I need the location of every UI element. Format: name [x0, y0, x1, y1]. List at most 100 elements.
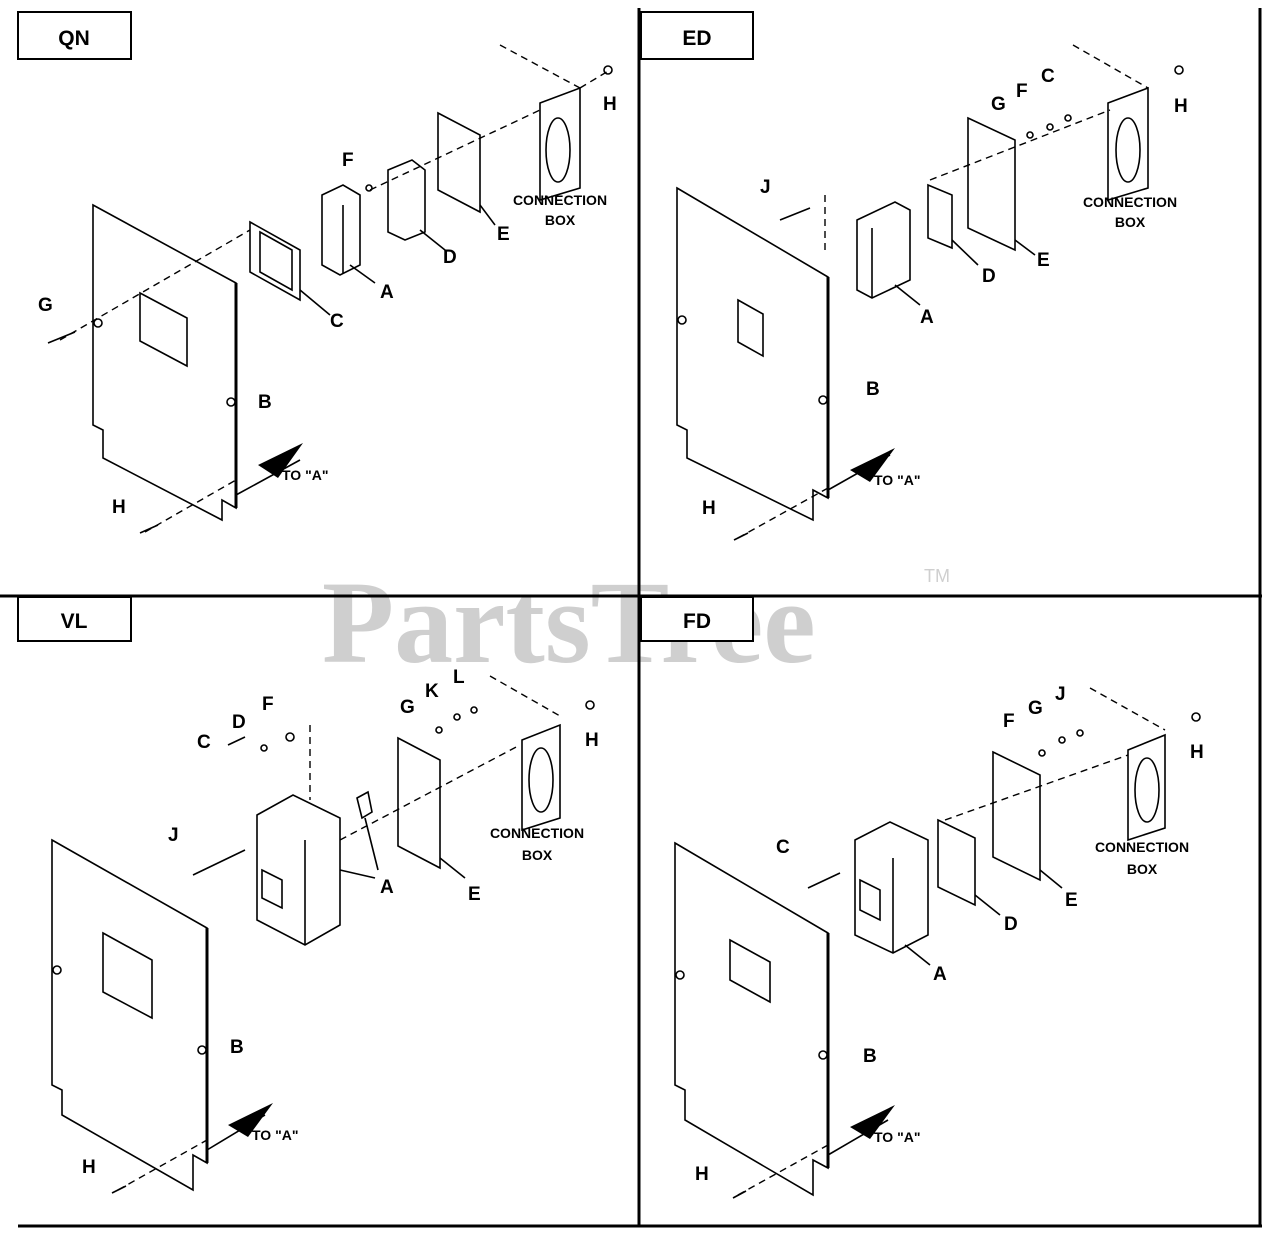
leader-line — [951, 239, 979, 266]
door-hole — [818, 395, 828, 405]
screw-c — [807, 872, 841, 889]
screw-j — [779, 207, 811, 221]
box-outline — [489, 675, 561, 717]
callout-d: D — [443, 247, 457, 268]
connection-box-opening — [545, 117, 571, 183]
callout-b: B — [863, 1046, 877, 1067]
panel-tab-label: ED — [682, 27, 711, 50]
door-window — [139, 291, 188, 368]
callout-g: G — [38, 295, 53, 316]
callout-c: C — [776, 837, 790, 858]
mounting-plate — [397, 736, 441, 870]
panel-fd: FD TO "A" A B C D — [640, 596, 1204, 1199]
breaker — [854, 821, 929, 954]
leader-line — [1014, 239, 1036, 256]
panel-tab-fd — [640, 596, 754, 642]
leader-line — [349, 264, 376, 284]
box-outline — [1089, 687, 1166, 731]
washer-g — [1058, 736, 1066, 744]
door-window — [729, 938, 771, 1004]
arrow-text: TO "A" — [282, 467, 328, 483]
callout-j: J — [1055, 684, 1066, 705]
panel-ed: ED TO "A" A B C D — [640, 11, 1188, 541]
panel-tab-label: VL — [61, 610, 88, 633]
assembly-line — [59, 229, 251, 341]
callout-c: C — [1041, 66, 1055, 87]
arrow-head — [258, 443, 303, 478]
washer-d — [260, 744, 268, 752]
arrow-text: TO "A" — [874, 472, 920, 488]
assembly-line — [929, 109, 1111, 181]
nut-c — [1064, 114, 1072, 122]
callout-g: G — [991, 94, 1006, 115]
door-panel — [92, 203, 237, 522]
spacer-plate — [937, 818, 976, 907]
breaker — [321, 184, 361, 276]
callout-l: L — [453, 667, 465, 688]
leader-line — [1039, 869, 1063, 889]
screw-h — [111, 1185, 127, 1194]
connection-box-label: CONNECTION — [513, 192, 607, 208]
callout-h: H — [585, 730, 599, 751]
box-outline — [499, 44, 581, 89]
leader-line — [439, 857, 466, 879]
callout-b: B — [258, 392, 272, 413]
nut-l — [470, 706, 478, 714]
door-hole — [677, 315, 687, 325]
callout-h: H — [702, 498, 716, 519]
aux-contact — [356, 790, 373, 820]
assembly-line — [737, 487, 829, 539]
mounting-plate — [992, 750, 1041, 882]
callout-j: J — [760, 177, 771, 198]
callout-k: K — [425, 681, 439, 702]
panel-vl: VL TO "A" A B — [17, 596, 599, 1194]
door-hole — [197, 1045, 207, 1055]
callout-f: F — [262, 694, 274, 715]
connection-box-opening — [1134, 757, 1160, 823]
connection-box-label: BOX — [1127, 861, 1158, 877]
connection-box-label: CONNECTION — [1083, 194, 1177, 210]
breaker-handle — [859, 878, 881, 922]
callout-e: E — [497, 224, 510, 245]
leader-line — [299, 289, 331, 316]
connection-box-label: CONNECTION — [490, 825, 584, 841]
washer-f — [365, 184, 373, 192]
screw-c — [227, 736, 246, 746]
mounting-plate — [967, 116, 1016, 252]
callout-f: F — [1003, 711, 1015, 732]
callout-g: G — [1028, 698, 1043, 719]
screw-h-top — [603, 65, 613, 75]
connection-box-opening — [528, 747, 554, 813]
door-window — [102, 931, 153, 1020]
leader-line — [974, 894, 1001, 916]
callout-c: C — [197, 732, 211, 753]
callout-a: A — [920, 307, 934, 328]
door-panel — [676, 186, 829, 522]
connection-box-label: BOX — [545, 212, 576, 228]
panel-tab-label: FD — [683, 610, 711, 633]
callout-a: A — [380, 282, 394, 303]
callout-e: E — [1065, 890, 1078, 911]
callout-g: G — [400, 697, 415, 718]
arrow-shaft — [235, 459, 301, 496]
callout-e: E — [1037, 250, 1050, 271]
arrow-head — [850, 448, 895, 482]
connection-box — [1127, 733, 1166, 842]
box-outline — [1072, 44, 1149, 89]
watermark-tm: TM — [924, 566, 950, 586]
callout-a: A — [380, 877, 394, 898]
screw-h-top — [585, 700, 595, 710]
connection-box — [1107, 86, 1149, 202]
leader-line — [479, 204, 496, 226]
assembly-line — [117, 1139, 208, 1191]
nut-j — [1076, 729, 1084, 737]
door-panel — [674, 841, 829, 1197]
callout-d: D — [232, 712, 246, 733]
connection-box-label: BOX — [1115, 214, 1146, 230]
arrow-head — [850, 1105, 895, 1139]
screw-g — [47, 331, 76, 344]
callout-b: B — [230, 1037, 244, 1058]
washer-g — [435, 726, 443, 734]
assembly-line — [737, 1144, 829, 1196]
panel-tab-ed — [640, 11, 754, 60]
